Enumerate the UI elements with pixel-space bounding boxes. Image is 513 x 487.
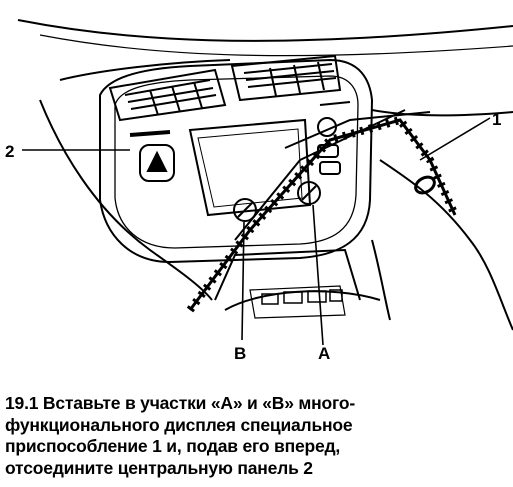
multifunction-display [188,118,312,217]
callout-b: B [234,344,246,363]
console-buttons [261,289,343,305]
point-a-marker [297,181,321,205]
figure-caption: 19.1 Вставьте в участки «A» и «B» много-… [5,393,511,479]
leader-lines [22,117,491,346]
callout-1: 1 [492,110,501,129]
dashboard-outline [17,19,513,331]
technical-illustration: 2 1 B A [5,19,513,363]
caption-line-2: функционального дисплея специальное [5,414,353,435]
air-vent-right [230,54,342,102]
point-b-marker [233,198,257,222]
callout-2: 2 [5,142,14,161]
caption-line-4: отсоедините центральную панель 2 [5,457,313,478]
callout-a: A [318,344,330,363]
hazard-switch-icon [129,130,175,182]
caption-line-3: приспособление 1 и, подав его вперед, [5,436,341,456]
special-tool-chain [186,109,459,313]
caption-line-1: 19.1 Вставьте в участки «A» и «B» много- [5,393,355,413]
air-vent-left [108,68,227,122]
